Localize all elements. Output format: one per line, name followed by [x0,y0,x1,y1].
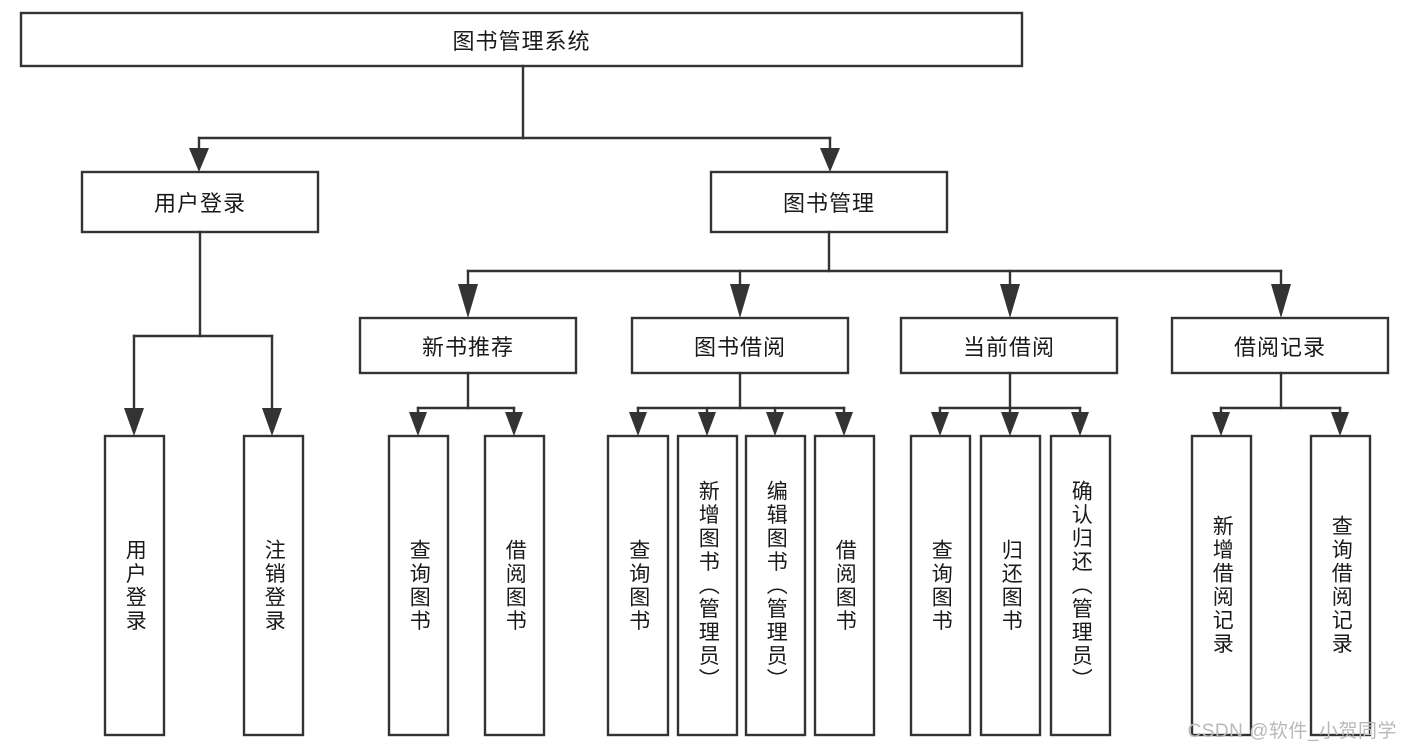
node-box-book-management[interactable] [709,170,949,234]
node-box-leaf-user-login[interactable] [103,434,166,737]
label-borrow-record: 借阅记录 [1233,334,1326,360]
arrow-head-user-login [189,148,209,172]
arrow-head-leaf-query-book-1 [409,412,427,436]
node-box-leaf-edit-book-admin[interactable] [744,434,807,737]
node-box-root[interactable] [19,11,1024,68]
arrow-head-leaf-query-book-3 [931,412,949,436]
label-new-book-recommend: 新书推荐 [421,334,514,360]
node-box-leaf-borrow-book-1[interactable] [483,434,546,737]
node-box-leaf-return-book[interactable] [979,434,1042,737]
label-current-borrow: 当前借阅 [962,334,1055,360]
node-box-leaf-add-borrow-record[interactable] [1190,434,1253,737]
label-book-borrow: 图书借阅 [693,334,786,360]
arrow-head-leaf-add-book-admin [698,412,716,436]
label-book-management: 图书管理 [782,191,875,216]
node-box-new-book-recommend[interactable] [358,316,578,375]
arrow-head-leaf-user-login [124,408,144,436]
node-box-leaf-query-book-1[interactable] [387,434,450,737]
node-box-leaf-query-book-2[interactable] [606,434,670,737]
node-box-leaf-add-book-admin[interactable] [676,434,739,737]
arrow-head-new-book-recommend [458,284,478,318]
node-box-leaf-query-book-3[interactable] [909,434,972,737]
node-box-borrow-record[interactable] [1170,316,1390,375]
node-box-leaf-logout-login[interactable] [242,434,305,737]
watermark-text: CSDN @软件_小贺同学 [1187,721,1397,742]
arrow-head-leaf-borrow-book-2 [835,412,853,436]
arrow-head-book-management [820,148,840,172]
arrow-head-leaf-query-book-2 [629,412,647,436]
label-root: 图书管理系统 [452,28,591,54]
arrow-head-leaf-edit-book-admin [766,412,784,436]
arrow-head-leaf-query-borrow-record [1331,412,1349,436]
arrow-head-leaf-logout-login [262,408,282,436]
arrow-head-leaf-return-book [1001,412,1019,436]
arrow-head-book-borrow [730,284,750,318]
arrow-head-leaf-confirm-return-admin [1071,412,1089,436]
node-box-leaf-borrow-book-2[interactable] [813,434,876,737]
node-box-current-borrow[interactable] [899,316,1119,375]
node-box-book-borrow[interactable] [630,316,850,375]
arrow-head-leaf-borrow-book-1 [505,412,523,436]
arrow-head-borrow-record [1271,284,1291,318]
arrow-head-leaf-add-borrow-record [1212,412,1230,436]
arrow-head-current-borrow [1000,284,1020,318]
node-box-leaf-confirm-return-admin[interactable] [1049,434,1112,737]
node-box-leaf-query-borrow-record[interactable] [1309,434,1372,737]
label-user-login: 用户登录 [153,191,246,216]
